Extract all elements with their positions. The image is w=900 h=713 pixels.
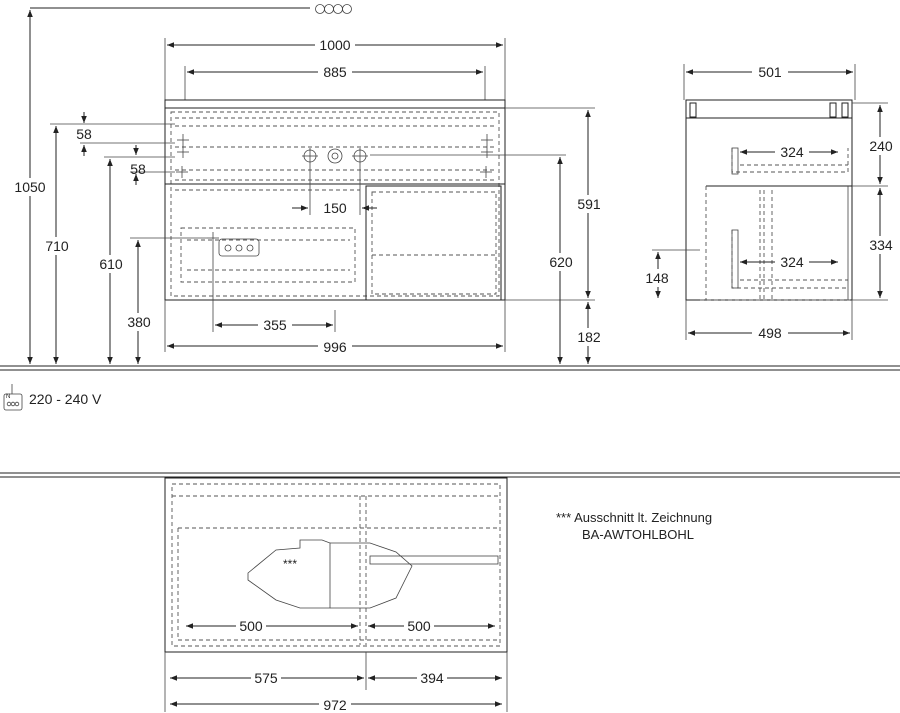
- dim-right-part: 394: [420, 670, 444, 686]
- dim-side-top: 501: [758, 64, 782, 80]
- electrical-spec: N 220 - 240 V: [3, 384, 102, 411]
- voltage-label: 220 - 240 V: [29, 391, 102, 407]
- dim-valve-spacing: 150: [323, 200, 347, 216]
- note-line-1: *** Ausschnitt lt. Zeichnung: [556, 510, 712, 525]
- dim-right-half: 500: [407, 618, 431, 634]
- note-line-2: BA-AWTOHLBOHL: [582, 527, 694, 542]
- dim-bottom-width: 996: [323, 339, 347, 355]
- svg-text:N: N: [6, 394, 10, 400]
- dim-socket-height: 380: [127, 314, 151, 330]
- plan-view: *** 500 500 575 394 972: [164, 477, 508, 713]
- power-socket-icon: N: [3, 384, 23, 411]
- cutout-marker: ***: [283, 557, 297, 571]
- dim-valve-height: 610: [99, 256, 123, 272]
- dim-left-part: 575: [254, 670, 278, 686]
- ring-symbol-icon: [315, 4, 352, 14]
- dim-side-upper-height: 240: [869, 138, 893, 154]
- dim-lower-drawer-depth: 324: [780, 254, 804, 270]
- cutout-note: *** Ausschnitt lt. Zeichnung BA-AWTOHLBO…: [556, 510, 712, 542]
- floor-line-lower: [0, 472, 900, 478]
- dim-top-inner: 885: [323, 64, 347, 80]
- dim-side-socket-height: 148: [645, 270, 669, 286]
- dim-side-bottom: 498: [758, 325, 782, 341]
- dim-top-offset: 58: [76, 126, 92, 142]
- dim-upper-drawer-depth: 324: [780, 144, 804, 160]
- dim-valve-offset: 58: [130, 161, 146, 177]
- dim-carcass-height: 591: [577, 196, 601, 212]
- valve-symbols: [302, 148, 368, 164]
- dim-side-lower-height: 334: [869, 237, 893, 253]
- dim-left-half: 500: [239, 618, 263, 634]
- dim-total-width: 972: [323, 697, 347, 713]
- basin-cutout: [247, 539, 331, 609]
- dim-floor-gap: 182: [577, 329, 601, 345]
- dim-overall-height: 1050: [14, 179, 45, 195]
- floor-line-upper: [0, 365, 900, 371]
- dim-top-edge-height: 710: [45, 238, 69, 254]
- dim-outlet-offset: 355: [263, 317, 287, 333]
- front-view: 1000 885: [14, 10, 604, 364]
- side-view: 501 324 324 240 334: [642, 64, 896, 341]
- top-reference-line: [30, 4, 352, 14]
- dim-top-outer: 1000: [319, 37, 350, 53]
- dim-carcass-plus-gap: 620: [549, 254, 573, 270]
